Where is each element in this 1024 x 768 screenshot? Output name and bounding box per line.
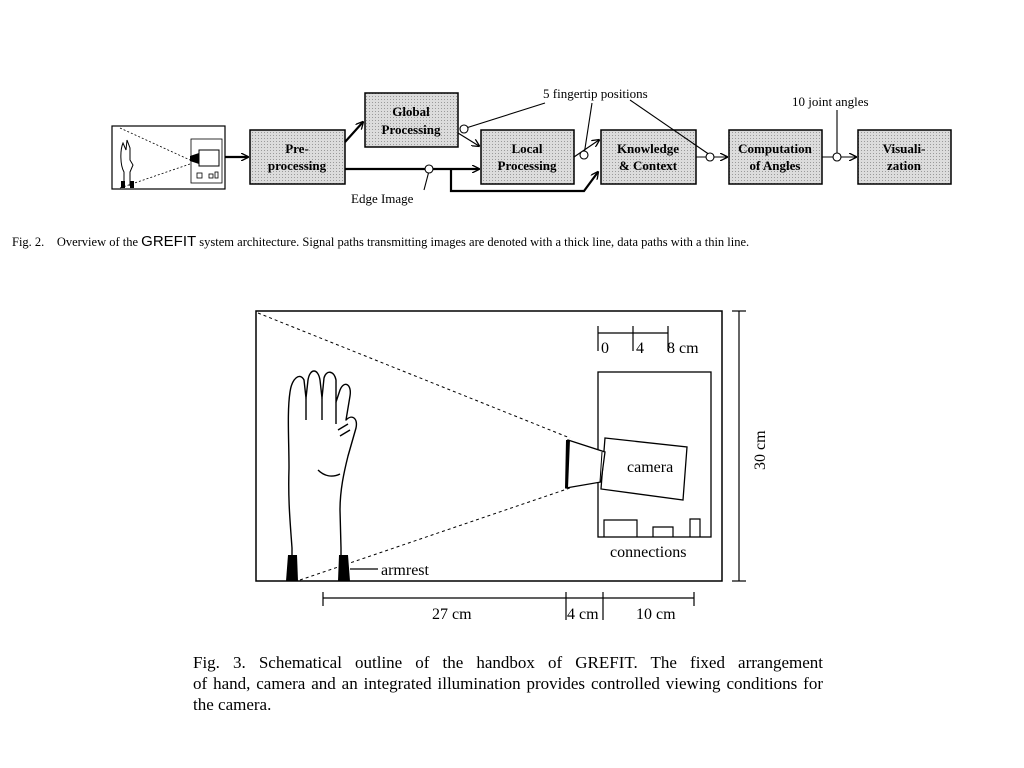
scale-bar [597,326,669,351]
image-paths [225,122,598,193]
width-dimensions [322,592,695,620]
camera-body [565,437,688,501]
svg-text:processing: processing [268,158,327,173]
caption-2-system-name: GREFIT [141,233,197,250]
svg-text:Processing: Processing [382,122,441,137]
block-preprocessing: Pre- processing [249,129,346,185]
caption-3-rest: of hand, camera and an integrated illumi… [193,674,823,714]
label-camera: camera [627,459,673,476]
camera-view-cone [257,312,571,581]
caption-2-text-before: Overview of the [56,235,139,249]
label-dim-27cm: 27 cm [432,606,472,623]
svg-text:Global: Global [392,104,430,119]
height-dimension [732,310,746,582]
caption-3-line-1: Fig. 3. Schematical outline of the handb… [193,653,823,672]
svg-text:& Context: & Context [619,158,678,173]
label-armrest: armrest [381,562,430,579]
armrest [286,555,378,581]
label-height-30cm: 30 cm [752,430,769,470]
label-connections: connections [610,544,686,561]
figure-2-caption: Fig. 2. Overview of the GREFIT system ar… [12,233,1012,250]
camera-thumbnail [111,125,226,190]
connectors [603,518,701,537]
svg-text:of Angles: of Angles [750,158,801,173]
figure-3-diagram: armrest 0 4 8 cm camera connections 30 c… [255,310,769,623]
svg-text:Local: Local [511,141,542,156]
block-computation-of-angles: Computation of Angles [728,129,823,185]
label-dim-10cm: 10 cm [636,606,676,623]
handbox-outline [255,310,723,582]
svg-text:Computation: Computation [738,141,812,156]
svg-text:Knowledge: Knowledge [617,141,679,156]
scale-label-8cm: 8 cm [667,340,699,357]
svg-text:zation: zation [887,158,922,173]
scale-label-4: 4 [636,340,644,357]
scale-label-0: 0 [601,340,609,357]
label-fingertip-positions: 5 fingertip positions [543,86,648,101]
block-local-processing: Local Processing [480,129,575,185]
svg-text:Pre-: Pre- [285,141,309,156]
label-edge-image: Edge Image [351,191,414,206]
svg-text:Visuali-: Visuali- [883,141,926,156]
figure-2-diagram: Pre- processing Global Processing Local … [111,86,952,206]
block-global-processing: Global Processing [364,92,459,148]
caption-2-prefix: Fig. 2. [12,235,45,249]
label-dim-4cm: 4 cm [567,606,599,623]
hand-outline [287,370,358,580]
tap-points [424,124,842,174]
caption-2-text-after: system architecture. Signal paths transm… [199,235,750,249]
figure-3-caption: Fig. 3. Schematical outline of the handb… [193,652,823,715]
block-knowledge-context: Knowledge & Context [600,129,697,185]
block-visualization: Visuali- zation [857,129,952,185]
svg-text:Processing: Processing [498,158,557,173]
label-joint-angles: 10 joint angles [792,94,869,109]
